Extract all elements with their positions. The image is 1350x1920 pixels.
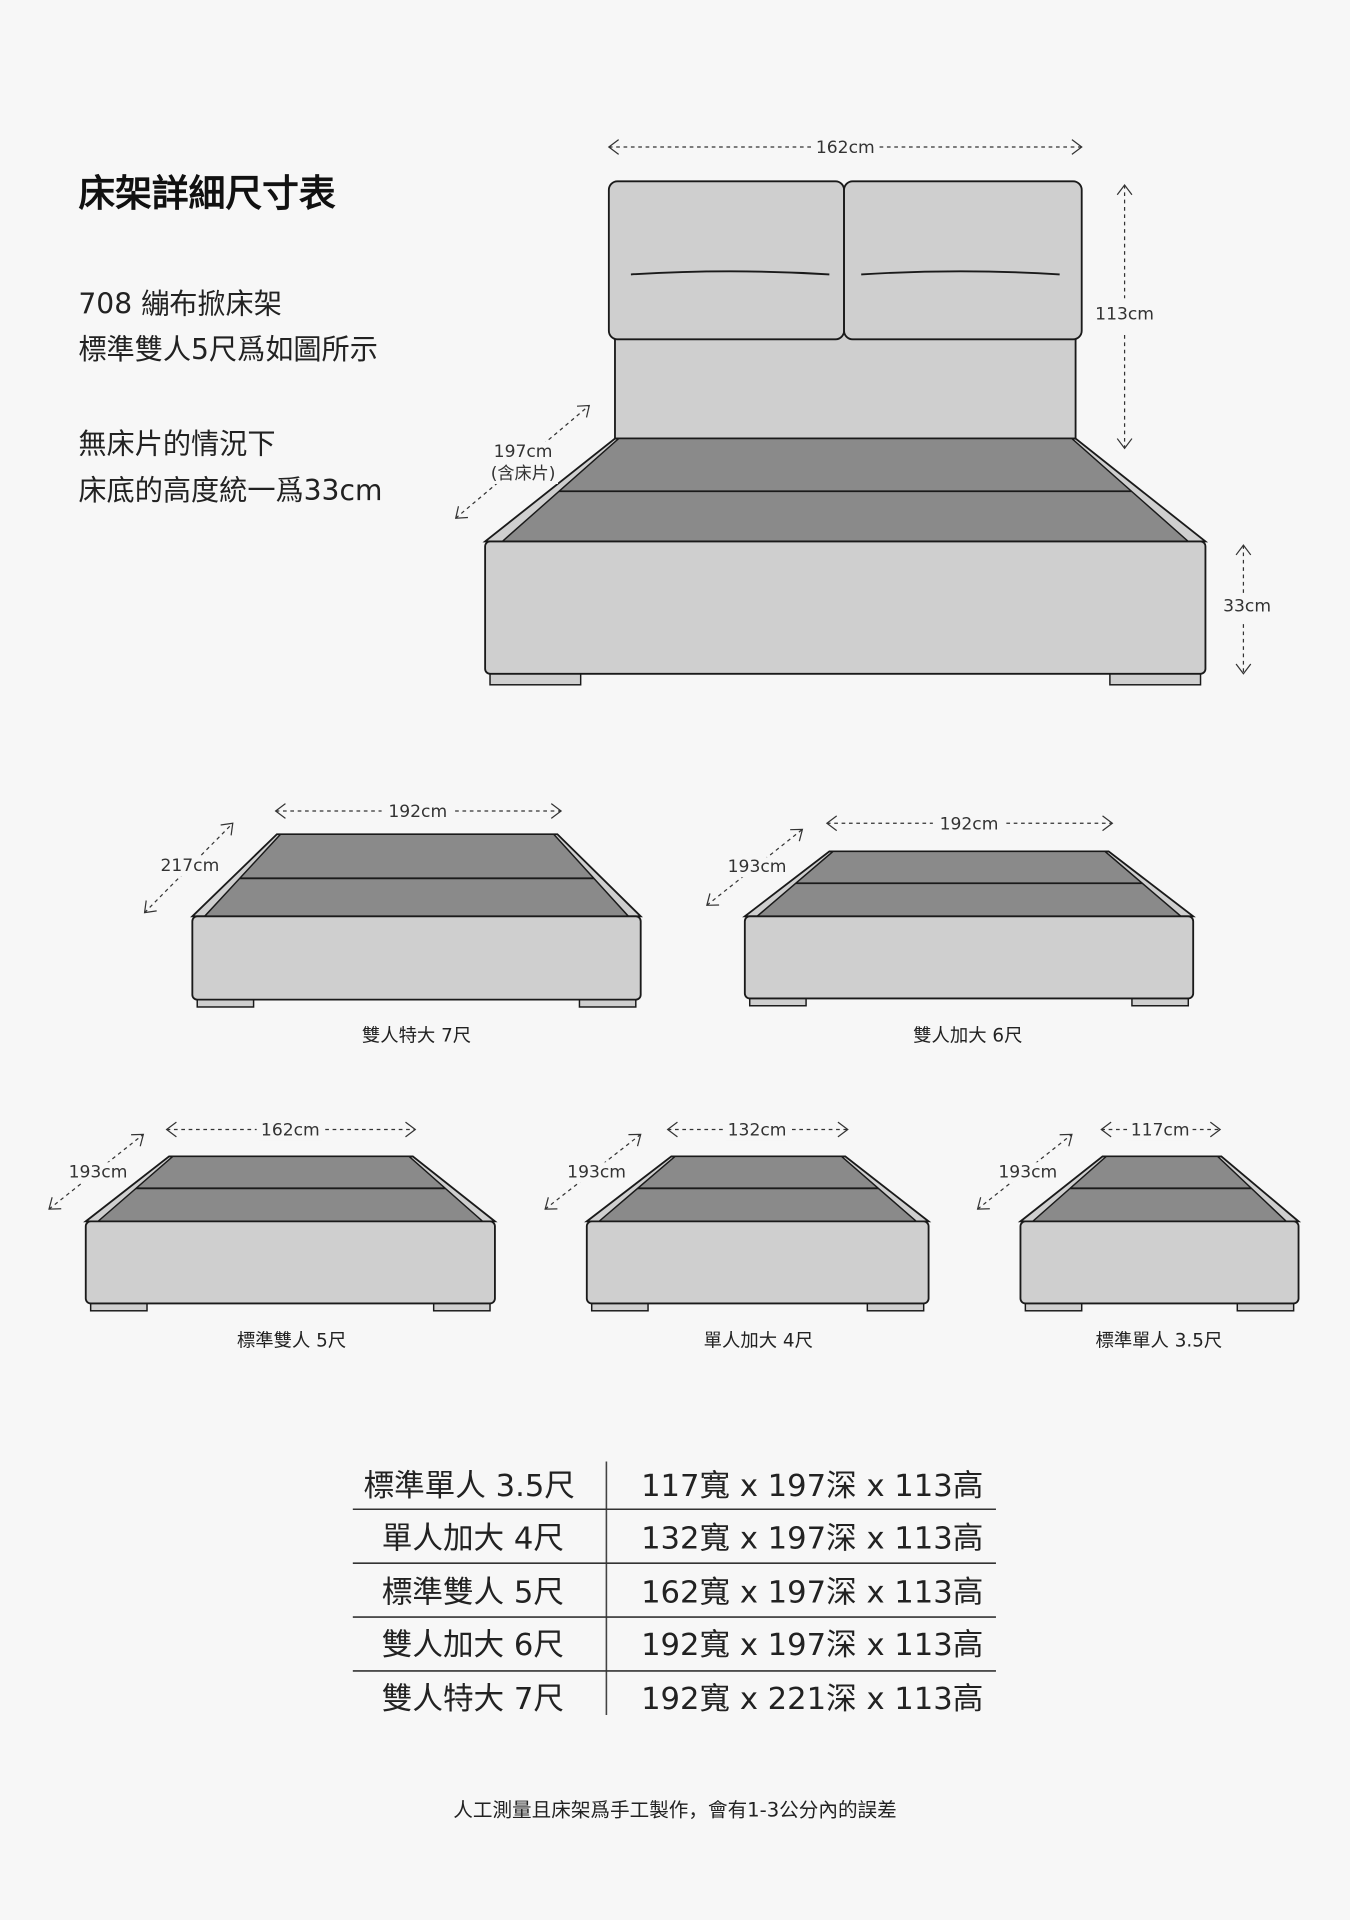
bed-7-width-arrow-head-icon <box>550 803 563 819</box>
table-size-cell: 雙人加大 6尺 <box>382 1628 564 1663</box>
bed-4-depth-arrow-head-icon <box>544 1197 558 1210</box>
bed-5-depth-arrow-head-icon <box>48 1197 62 1210</box>
main-width-arrow-head-icon <box>1071 139 1083 155</box>
bed-7-depth-arrow-head-icon <box>143 900 157 914</box>
main-depth-arrow-line <box>542 405 590 445</box>
bed-35-depth-label: 193cm <box>998 1162 1057 1182</box>
bed-7-depth-label: 217cm <box>160 856 219 876</box>
footnote: 人工測量且床架爲手工製作，會有1-3公分內的誤差 <box>453 1799 896 1822</box>
main-depth-arrow-head-icon <box>454 506 468 519</box>
label-background <box>725 1120 789 1141</box>
bed-7-width-label: 192cm <box>388 802 447 822</box>
main-base-height-arrow-head-icon <box>1235 663 1252 675</box>
cushion-seam <box>630 270 830 276</box>
bed-7-depth-arrow-line <box>144 822 234 914</box>
intro-line-2: 標準雙人5尺爲如圖所示 <box>78 333 377 366</box>
bed-5-caption: 標準雙人 5尺 <box>237 1330 346 1351</box>
label-background <box>995 1162 1060 1183</box>
table-dims-cell: 117寬 x 197深 x 113高 <box>641 1469 983 1504</box>
headboard-panel <box>614 329 1077 440</box>
bed-35-depth-arrow-head-icon <box>976 1197 990 1210</box>
label-background <box>937 814 1001 835</box>
bed-5-width-label: 162cm <box>261 1121 320 1141</box>
bed-4-depth-label: 193cm <box>567 1162 626 1182</box>
bed-5-base <box>84 1220 496 1305</box>
table-size-cell: 標準單人 3.5尺 <box>363 1469 574 1504</box>
label-background <box>66 1162 130 1183</box>
main-depth-arrow-line <box>455 478 503 519</box>
label-background <box>488 463 558 484</box>
bed-4-depth-arrow-head-icon <box>628 1133 642 1147</box>
table-dims-cell: 192寬 x 221深 x 113高 <box>641 1682 983 1717</box>
main-base-height-label: 33cm <box>1223 596 1271 616</box>
bed-6-width-arrow-head-icon <box>1102 815 1114 832</box>
label-background <box>1220 596 1274 617</box>
bed-7-base <box>191 915 642 1001</box>
label-background <box>813 138 878 159</box>
bed-6-depth-arrow-head-icon <box>790 828 804 842</box>
intro-line-4: 床底的高度統一爲33cm <box>78 474 382 507</box>
bed-35-width-arrow-head-icon <box>1100 1121 1112 1138</box>
table-size-cell: 雙人特大 7尺 <box>382 1682 564 1717</box>
bed-35-caption: 標準單人 3.5尺 <box>1095 1330 1222 1351</box>
bed-5-depth-label: 193cm <box>69 1162 128 1182</box>
main-height-label: 113cm <box>1095 305 1154 325</box>
bed-4-width-arrow-head-icon <box>666 1121 678 1138</box>
main-width-label: 162cm <box>816 138 875 158</box>
table-dims-cell: 132寬 x 197深 x 113高 <box>641 1521 983 1556</box>
table-size-cell: 標準雙人 5尺 <box>382 1575 564 1610</box>
bed-35-base <box>1019 1220 1300 1305</box>
bed-6-caption: 雙人加大 6尺 <box>913 1025 1022 1046</box>
cushion-seam <box>861 270 1060 276</box>
main-width-arrow-head-icon <box>607 139 620 155</box>
label-background <box>725 857 789 878</box>
size-table: 標準單人 3.5尺 117寬 x 197深 x 113高 單人加大 4尺 132… <box>352 1461 996 1717</box>
main-height-arrow-head-icon <box>1116 183 1133 196</box>
main-height-arrow-head-icon <box>1116 438 1133 450</box>
main-bed-platform <box>500 437 1191 543</box>
table-dims-cell: 162寬 x 197深 x 113高 <box>641 1575 983 1610</box>
headboard-cushion-right <box>843 180 1083 341</box>
bed-7-caption: 雙人特大 7尺 <box>362 1025 471 1046</box>
main-base-height-arrow-head-icon <box>1235 544 1252 556</box>
bed-5-width-arrow-head-icon <box>405 1121 417 1138</box>
bed-6-depth-arrow-head-icon <box>706 893 720 906</box>
intro-line-1: 708 繃布掀床架 <box>78 288 281 321</box>
table-size-cell: 單人加大 4尺 <box>382 1521 564 1556</box>
intro-line-3: 無床片的情況下 <box>78 427 275 460</box>
label-background <box>1128 1120 1192 1141</box>
page-title: 床架詳細尺寸表 <box>78 172 336 215</box>
label-background <box>158 856 222 877</box>
main-depth-label: 197cm <box>494 442 553 462</box>
headboard-cushion-left <box>607 180 845 341</box>
bed-4-caption: 單人加大 4尺 <box>704 1330 813 1351</box>
bed-6-width-label: 192cm <box>940 814 999 834</box>
bed-6-depth-label: 193cm <box>728 857 787 877</box>
bed-6-base <box>743 915 1195 1000</box>
bed-4-width-label: 132cm <box>728 1121 787 1141</box>
label-background <box>1092 304 1157 325</box>
bed-5-width-arrow-head-icon <box>165 1121 177 1138</box>
main-depth-note: (含床片) <box>491 464 556 484</box>
bed-7-platform <box>202 833 631 918</box>
main-depth-arrow-head-icon <box>576 404 591 418</box>
bed-4-width-arrow-head-icon <box>837 1121 849 1138</box>
bed-35-width-label: 117cm <box>1131 1121 1190 1141</box>
bed-35-depth-arrow-head-icon <box>1059 1133 1073 1147</box>
label-background <box>385 802 450 823</box>
bed-6-width-arrow-head-icon <box>825 815 838 832</box>
bed-7-width-arrow-head-icon <box>274 803 286 819</box>
main-bed-base <box>484 540 1207 675</box>
table-dims-cell: 192寬 x 197深 x 113高 <box>641 1628 983 1663</box>
label-background <box>258 1120 323 1141</box>
bed-35-width-arrow-head-icon <box>1209 1121 1222 1138</box>
bed-5-depth-arrow-head-icon <box>131 1133 145 1147</box>
bed-4-base <box>585 1220 930 1305</box>
label-background <box>491 441 555 462</box>
bed-7-depth-arrow-head-icon <box>220 822 234 836</box>
label-background <box>564 1162 629 1183</box>
